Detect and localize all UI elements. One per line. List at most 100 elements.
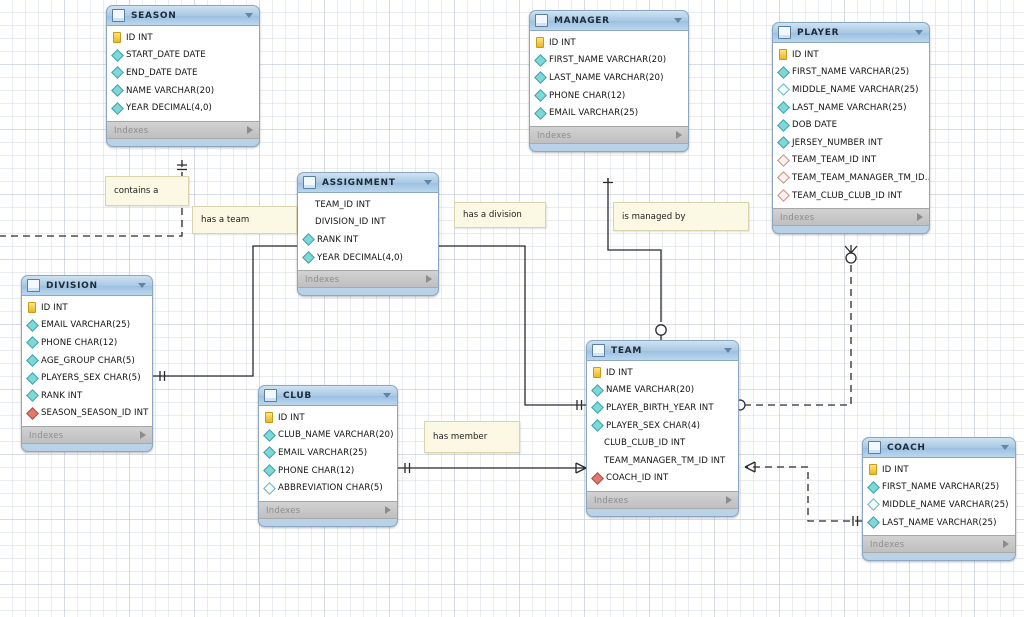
- column-row[interactable]: DOB DATE: [773, 116, 929, 134]
- column-list: ID INT NAME VARCHAR(20) PLAYER_BIRTH_YEAR …: [587, 361, 738, 492]
- table-header-club[interactable]: CLUB: [259, 386, 397, 406]
- column-row[interactable]: ID INT: [587, 364, 738, 382]
- chevron-down-icon[interactable]: [424, 180, 432, 185]
- column-row[interactable]: CLUB_NAME VARCHAR(20): [259, 427, 397, 445]
- column-row[interactable]: TEAM_ID INT: [298, 196, 438, 214]
- column-row[interactable]: PHONE CHAR(12): [259, 462, 397, 480]
- table-header-assignment[interactable]: ASSIGNMENT: [298, 173, 438, 193]
- chevron-down-icon[interactable]: [915, 30, 923, 35]
- expand-arrow-icon[interactable]: [385, 505, 391, 514]
- column-row[interactable]: MIDDLE_NAME VARCHAR(25): [863, 496, 1015, 514]
- column-row[interactable]: ID INT: [863, 461, 1015, 479]
- column-row[interactable]: NAME VARCHAR(20): [107, 82, 259, 100]
- expand-arrow-icon[interactable]: [726, 496, 732, 505]
- table-header-manager[interactable]: MANAGER: [530, 11, 688, 31]
- table-header-player[interactable]: PLAYER: [773, 23, 929, 43]
- table-team[interactable]: TEAM ID INT NAME VARCHAR(20) PLAYER_BIRTH_Y…: [586, 340, 739, 518]
- column-row[interactable]: ID INT: [259, 409, 397, 427]
- column-row[interactable]: EMAIL VARCHAR(25): [22, 317, 152, 335]
- column-row[interactable]: MIDDLE_NAME VARCHAR(25): [773, 81, 929, 99]
- column-row[interactable]: FIRST_NAME VARCHAR(20): [530, 52, 688, 70]
- column-row[interactable]: LAST_NAME VARCHAR(25): [863, 514, 1015, 532]
- indexes-section[interactable]: Indexes: [587, 491, 738, 510]
- indexes-section[interactable]: Indexes: [259, 500, 397, 519]
- chevron-down-icon[interactable]: [138, 283, 146, 288]
- column-row[interactable]: TEAM_TEAM_MANAGER_TM_ID...: [773, 169, 929, 187]
- column-row[interactable]: YEAR DECIMAL(4,0): [107, 99, 259, 117]
- column-row[interactable]: NAME VARCHAR(20): [587, 382, 738, 400]
- column-row[interactable]: RANK INT: [298, 231, 438, 249]
- column-row[interactable]: ID INT: [22, 299, 152, 317]
- indexes-section[interactable]: Indexes: [107, 120, 259, 139]
- relationship-label[interactable]: has member: [424, 421, 520, 453]
- expand-arrow-icon[interactable]: [247, 125, 253, 134]
- column-row[interactable]: ID INT: [773, 46, 929, 64]
- relationship-label-text: contains a: [114, 186, 159, 196]
- column-row[interactable]: PLAYER_SEX CHAR(4): [587, 417, 738, 435]
- relationship-label[interactable]: has a division: [454, 202, 546, 228]
- column-row[interactable]: CLUB_CLUB_ID INT: [587, 434, 738, 452]
- indexes-section[interactable]: Indexes: [863, 535, 1015, 554]
- indexes-section[interactable]: Indexes: [530, 125, 688, 144]
- relationship-label[interactable]: is managed by: [613, 202, 749, 231]
- column-row[interactable]: SEASON_SEASON_ID INT: [22, 405, 152, 423]
- column-row[interactable]: TEAM_CLUB_CLUB_ID INT: [773, 187, 929, 205]
- column-row[interactable]: TEAM_MANAGER_TM_ID INT: [587, 452, 738, 470]
- chevron-down-icon[interactable]: [383, 393, 391, 398]
- expand-arrow-icon[interactable]: [676, 130, 682, 139]
- table-header-coach[interactable]: COACH: [863, 438, 1015, 458]
- chevron-down-icon[interactable]: [674, 18, 682, 23]
- chevron-down-icon[interactable]: [245, 13, 253, 18]
- column-row[interactable]: PHONE CHAR(12): [530, 87, 688, 105]
- column-row[interactable]: EMAIL VARCHAR(25): [530, 104, 688, 122]
- column-row[interactable]: DIVISION_ID INT: [298, 214, 438, 232]
- expand-arrow-icon[interactable]: [426, 275, 432, 284]
- indexes-label: Indexes: [537, 129, 572, 140]
- expand-arrow-icon[interactable]: [917, 213, 923, 222]
- table-header-division[interactable]: DIVISION: [22, 276, 152, 296]
- expand-arrow-icon[interactable]: [140, 431, 146, 440]
- column-row[interactable]: PLAYER_BIRTH_YEAR INT: [587, 399, 738, 417]
- chevron-down-icon[interactable]: [1001, 445, 1009, 450]
- column-row[interactable]: ID INT: [107, 29, 259, 47]
- column-row[interactable]: START_DATE DATE: [107, 47, 259, 65]
- column-row[interactable]: PHONE CHAR(12): [22, 334, 152, 352]
- indexes-section[interactable]: Indexes: [773, 208, 929, 227]
- column-label: NAME VARCHAR(20): [606, 385, 695, 396]
- column-row[interactable]: EMAIL VARCHAR(25): [259, 444, 397, 462]
- table-header-team[interactable]: TEAM: [587, 341, 738, 361]
- column-row[interactable]: TEAM_TEAM_ID INT: [773, 152, 929, 170]
- indexes-section[interactable]: Indexes: [22, 426, 152, 445]
- column-row[interactable]: LAST_NAME VARCHAR(20): [530, 69, 688, 87]
- optional-column-icon: [777, 83, 790, 97]
- column-label: LAST_NAME VARCHAR(20): [549, 72, 664, 83]
- column-row[interactable]: COACH_ID INT: [587, 470, 738, 488]
- column-row[interactable]: AGE_GROUP CHAR(5): [22, 352, 152, 370]
- column-row[interactable]: END_DATE DATE: [107, 64, 259, 82]
- column-row[interactable]: FIRST_NAME VARCHAR(25): [863, 479, 1015, 497]
- indexes-section[interactable]: Indexes: [298, 270, 438, 289]
- column-row[interactable]: RANK INT: [22, 387, 152, 405]
- chevron-down-icon[interactable]: [724, 348, 732, 353]
- relationship-label[interactable]: contains a: [105, 176, 189, 206]
- column-row[interactable]: LAST_NAME VARCHAR(25): [773, 99, 929, 117]
- column-label: ID INT: [126, 32, 153, 43]
- column-row[interactable]: FIRST_NAME VARCHAR(25): [773, 64, 929, 82]
- table-header-season[interactable]: SEASON: [107, 6, 259, 26]
- relationship-label[interactable]: has a team: [192, 206, 297, 234]
- column-row[interactable]: YEAR DECIMAL(4,0): [298, 249, 438, 267]
- column-row[interactable]: JERSEY_NUMBER INT: [773, 134, 929, 152]
- column-row[interactable]: ABBREVIATION CHAR(5): [259, 479, 397, 497]
- column-row[interactable]: PLAYERS_SEX CHAR(5): [22, 369, 152, 387]
- column-row[interactable]: ID INT: [530, 34, 688, 52]
- expand-arrow-icon[interactable]: [1003, 540, 1009, 549]
